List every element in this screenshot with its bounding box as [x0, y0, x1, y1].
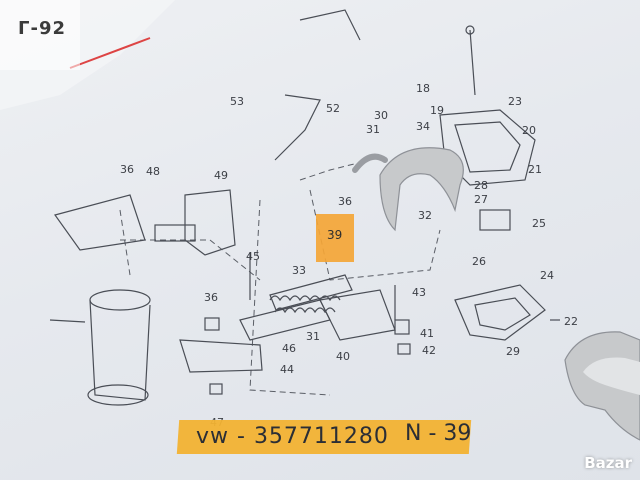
diagram-label: 48	[146, 165, 160, 178]
diagram-label: 31	[306, 330, 320, 343]
diagram-label: 24	[540, 269, 554, 282]
diagram-label: 49	[214, 169, 228, 182]
highlight-label: 39	[327, 228, 343, 242]
diagram-label: 53	[230, 95, 244, 108]
diagram-label: 36	[120, 163, 134, 176]
diagram-label: 46	[282, 342, 296, 355]
diagram-label: 45	[246, 250, 260, 263]
diagram-label: 31	[366, 123, 380, 136]
corner-tag	[0, 0, 80, 70]
diagram-label: 34	[416, 120, 430, 133]
corner-tag-text: Г-92	[18, 18, 66, 39]
diagram-label: 26	[472, 255, 486, 268]
diagram-label: 36	[204, 291, 218, 304]
part-number-ref: N - 39	[405, 421, 472, 446]
diagram-label: 52	[326, 102, 340, 115]
diagram-label: 42	[422, 344, 436, 357]
diagram-label: 18	[416, 82, 430, 95]
diagram-label: 28	[474, 179, 488, 192]
part-number-code: vw - 357711280	[196, 424, 389, 449]
diagram-label: 30	[374, 109, 388, 122]
diagram-parts	[49, 9, 560, 406]
diagram-label: 20	[522, 124, 536, 137]
diagram-label: 23	[508, 95, 522, 108]
watermark: Bazar	[584, 454, 632, 472]
diagram-label: 33	[292, 264, 306, 277]
diagram-label: 40	[336, 350, 350, 363]
diagram-label: 27	[474, 193, 488, 206]
diagram-label: 43	[412, 286, 426, 299]
diagram-label: 21	[528, 163, 542, 176]
diagram-label: 41	[420, 327, 434, 340]
red-line	[69, 37, 151, 69]
spring-clip-top	[352, 147, 464, 232]
diagram-label: 32	[418, 209, 432, 222]
spring-clip-bottom	[564, 331, 640, 441]
diagram-label: 25	[532, 217, 546, 230]
diagram-label: 22	[564, 315, 578, 328]
watermark-text: Bazar	[584, 454, 632, 472]
diagram-label: 44	[280, 363, 294, 376]
highlight-box	[316, 214, 354, 262]
diagram-label: 36	[338, 195, 352, 208]
diagram-label: 29	[506, 345, 520, 358]
diagram-label: 19	[430, 104, 444, 117]
